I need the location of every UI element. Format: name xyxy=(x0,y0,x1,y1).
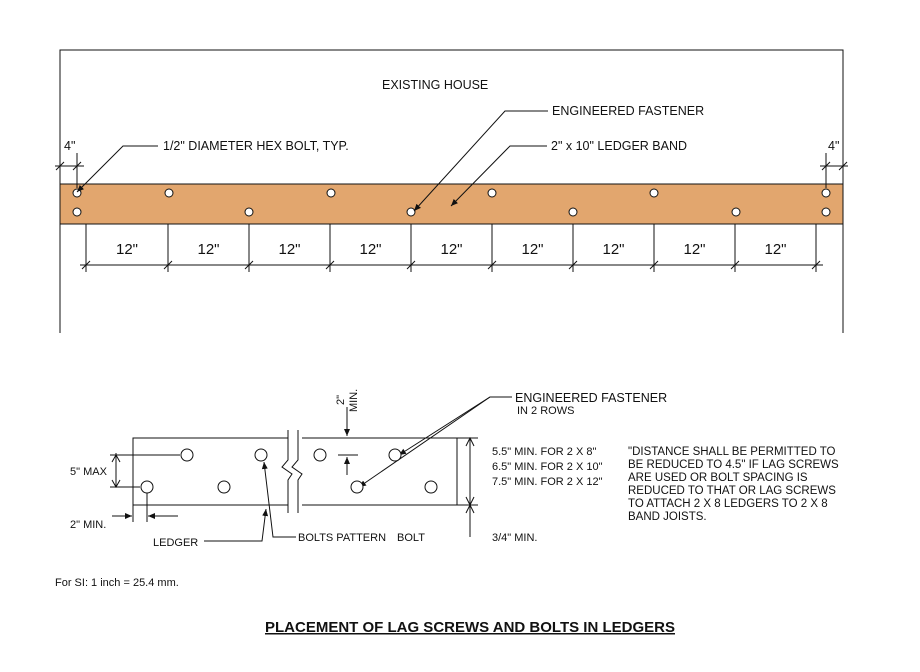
plan-bolt xyxy=(326,188,336,198)
min-2x10-label: 6.5" MIN. FOR 2 X 10" xyxy=(492,461,603,473)
detail-ledger-left xyxy=(132,437,288,506)
note-line: BAND JOISTS. xyxy=(628,511,707,523)
detail-bolt xyxy=(180,448,194,462)
spacing-label: 12" xyxy=(116,241,138,258)
plan-bolt xyxy=(487,188,497,198)
spacing-tick xyxy=(81,260,91,270)
min-2x12-label: 7.5" MIN. FOR 2 X 12" xyxy=(492,476,603,488)
spacing-label: 12" xyxy=(602,241,624,258)
detail-bolt xyxy=(424,480,438,494)
engineered-fastener-label: ENGINEERED FASTENER xyxy=(552,104,704,118)
note-line: "DISTANCE SHALL BE PERMITTED TO xyxy=(628,446,836,458)
three-quarter-arrow xyxy=(465,503,475,514)
spacing-label: 12" xyxy=(683,241,705,258)
plan-bolt-group xyxy=(72,188,831,217)
ledger-band xyxy=(59,183,844,225)
break-line-left xyxy=(281,430,293,513)
plan-bolt xyxy=(406,207,416,217)
min-2x8-label: 5.5" MIN. FOR 2 X 8" xyxy=(492,446,596,458)
break-line-right xyxy=(291,430,303,513)
bolts-pattern-leader xyxy=(261,461,296,538)
spacing-label: 12" xyxy=(197,241,219,258)
note-line: REDUCED TO THAT OR LAG SCREWS xyxy=(628,485,836,497)
spacing-label: 12" xyxy=(278,241,300,258)
end-dim-right-tick2 xyxy=(838,161,848,171)
depth-arrow-top xyxy=(465,436,475,447)
detail-bolt xyxy=(388,448,402,462)
end-dim-left-tick2 xyxy=(72,161,82,171)
plan-bolt xyxy=(731,207,741,217)
ledger-leader xyxy=(204,508,269,542)
top-min-dim-label-a: 2" xyxy=(335,395,347,405)
plan-bolt xyxy=(72,188,82,198)
hex-bolt-leader xyxy=(76,145,158,193)
ledger-band-leader xyxy=(450,145,547,207)
spacing-label: 12" xyxy=(764,241,786,258)
spacing-label: 12" xyxy=(440,241,462,258)
spacing-labels: 12" 12" 12" 12" 12" 12" 12" 12" 12" xyxy=(116,241,787,258)
detail-fastener-leader-2 xyxy=(358,396,491,488)
note-line: ARE USED OR BOLT SPACING IS xyxy=(628,472,808,484)
distance-note: "DISTANCE SHALL BE PERMITTED TO BE REDUC… xyxy=(628,446,839,523)
plan-bolt xyxy=(72,207,82,217)
detail-ledger-right xyxy=(302,437,458,506)
engineered-fastener-leader xyxy=(413,110,548,212)
top-min-dim-label-b: MIN. xyxy=(348,389,360,412)
detail-bolt xyxy=(217,480,231,494)
note-line: TO ATTACH 2 X 8 LEDGERS TO 2 X 8 xyxy=(628,498,828,510)
note-line: BE REDUCED TO 4.5" IF LAG SCREWS xyxy=(628,459,839,471)
plan-bolt xyxy=(164,188,174,198)
spacing-tick xyxy=(649,260,659,270)
detail-bolt xyxy=(313,448,327,462)
si-note: For SI: 1 inch = 25.4 mm. xyxy=(55,577,179,589)
bolts-pattern-label: BOLTS PATTERN xyxy=(298,532,386,544)
detail-view xyxy=(110,396,512,542)
spacing-tick xyxy=(325,260,335,270)
detail-bolt-group xyxy=(140,448,438,494)
spacing-tick xyxy=(163,260,173,270)
end-dim-left-tick1 xyxy=(55,161,65,171)
hex-bolt-label: 1/2" DIAMETER HEX BOLT, TYP. xyxy=(163,139,349,153)
five-max-label: 5" MAX xyxy=(70,466,108,478)
detail-bolt xyxy=(140,480,154,494)
spacing-tick xyxy=(406,260,416,270)
detail-bolt xyxy=(254,448,268,462)
spacing-tick xyxy=(730,260,740,270)
spacing-dimension-chain xyxy=(80,224,823,272)
spacing-label: 12" xyxy=(359,241,381,258)
spacing-tick xyxy=(487,260,497,270)
bolt-label: BOLT xyxy=(397,532,425,544)
end-dim-left-label: 4" xyxy=(64,139,75,153)
ledger-label: LEDGER xyxy=(153,537,198,549)
plan-bolt xyxy=(821,188,831,198)
spacing-tick xyxy=(811,260,821,270)
plan-bolt xyxy=(649,188,659,198)
five-max-arrow-top xyxy=(111,453,121,463)
ledger-band-label: 2" x 10" LEDGER BAND xyxy=(551,139,687,153)
figure-title: PLACEMENT OF LAG SCREWS AND BOLTS IN LED… xyxy=(265,619,675,636)
spacing-label: 12" xyxy=(521,241,543,258)
existing-house-label: EXISTING HOUSE xyxy=(382,78,488,92)
spacing-tick xyxy=(568,260,578,270)
plan-bolt xyxy=(244,207,254,217)
end-dim-right-tick1 xyxy=(821,161,831,171)
spacing-tick xyxy=(244,260,254,270)
end-dim-right-label: 4" xyxy=(828,139,839,153)
five-max-arrow-bot xyxy=(111,479,121,489)
plan-bolt xyxy=(821,207,831,217)
two-min-label: 2" MIN. xyxy=(70,519,106,531)
detail-engineered-fastener-label: ENGINEERED FASTENER xyxy=(515,391,667,405)
plan-bolt xyxy=(568,207,578,217)
detail-bolt xyxy=(350,480,364,494)
in-2-rows-label: IN 2 ROWS xyxy=(517,405,574,417)
three-quarter-min-label: 3/4" MIN. xyxy=(492,532,537,544)
